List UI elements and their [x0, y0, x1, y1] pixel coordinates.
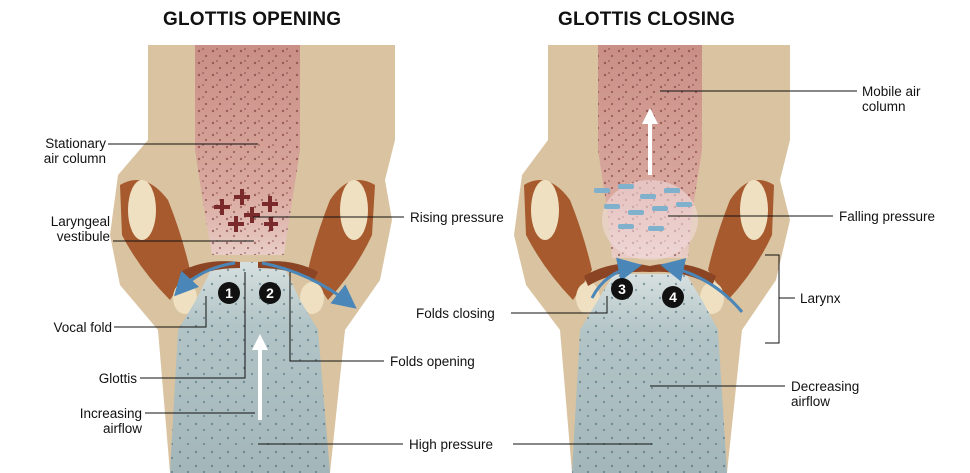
title-glottis-opening: GLOTTIS OPENING	[163, 9, 341, 31]
marker-3: 3	[611, 278, 633, 300]
label-larynx: Larynx	[800, 291, 841, 306]
label-folds-closing: Folds closing	[416, 306, 495, 321]
label-vocal-fold: Vocal fold	[18, 320, 112, 335]
right-larynx-illustration	[514, 45, 790, 473]
left-cartilage-oval-r	[340, 180, 368, 240]
label-high-pressure: High pressure	[409, 437, 493, 452]
label-stationary-air-column: Stationaryair column	[18, 136, 106, 166]
right-low-pressure-glow	[602, 180, 698, 260]
marker-4: 4	[662, 286, 684, 308]
label-decreasing-airflow: Decreasingairflow	[791, 379, 859, 409]
right-cartilage-oval-l	[531, 180, 559, 240]
right-cartilage-oval-r	[740, 180, 768, 240]
label-laryngeal-vestibule: Laryngealvestibule	[18, 214, 110, 244]
left-larynx-illustration	[110, 45, 395, 473]
label-rising-pressure: Rising pressure	[410, 210, 504, 225]
label-folds-opening: Folds opening	[390, 354, 475, 369]
marker-2: 2	[259, 282, 281, 304]
label-increasing-airflow: Increasingairflow	[18, 406, 142, 436]
label-glottis: Glottis	[18, 371, 137, 386]
left-cartilage-oval-l	[128, 180, 156, 240]
label-falling-pressure: Falling pressure	[839, 209, 935, 224]
marker-1: 1	[218, 282, 240, 304]
title-glottis-closing: GLOTTIS CLOSING	[558, 9, 735, 31]
label-mobile-air-column: Mobile aircolumn	[862, 84, 921, 114]
